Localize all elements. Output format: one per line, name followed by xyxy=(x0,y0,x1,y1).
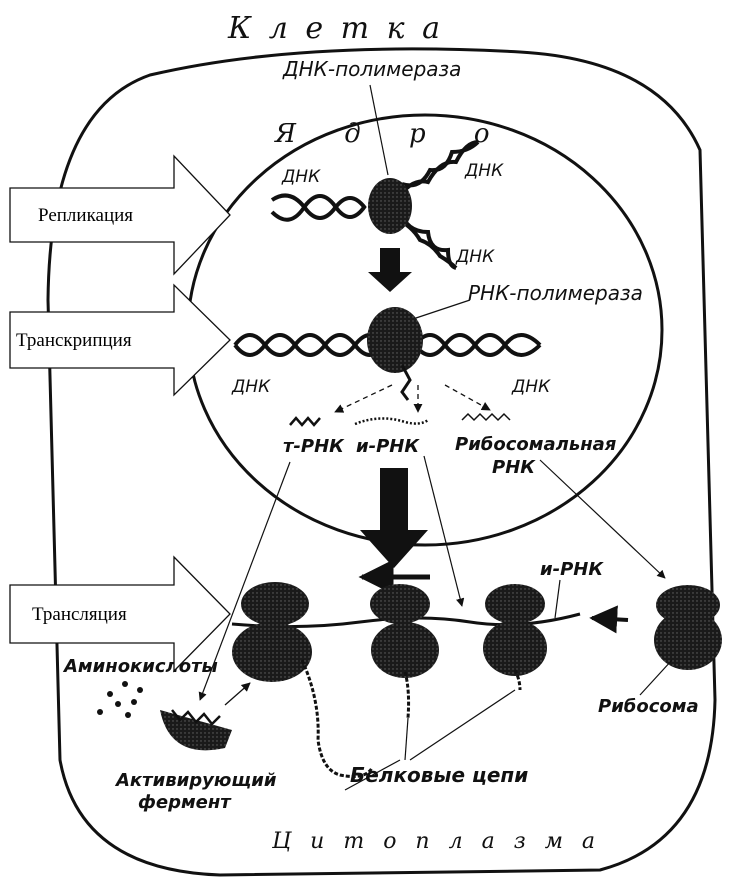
trna-label: т-РНК xyxy=(283,436,345,457)
arrow-to-rrna xyxy=(445,385,490,410)
rrna-label-line1: Рибосомальная xyxy=(455,434,617,455)
dna-label-trans-right: ДНК xyxy=(511,377,551,397)
amino-acids-label: Аминокислоты xyxy=(62,656,218,677)
rna-polymerase-pointer xyxy=(410,300,470,320)
cell-membrane xyxy=(48,49,715,875)
nascent-rna xyxy=(402,365,410,400)
rrna-strand xyxy=(462,414,510,420)
trna-strand xyxy=(290,418,320,425)
replication-dna-left xyxy=(272,196,365,220)
ribosome-1 xyxy=(232,582,312,682)
rrna-label-line2: РНК xyxy=(492,457,536,478)
protein-chain-2 xyxy=(405,672,409,718)
flow-arrow-1 xyxy=(368,248,412,292)
ribosome-label: Рибосома xyxy=(598,696,699,717)
activating-enzyme-label-line1: Активирующий xyxy=(114,770,277,791)
protein-chains-label: Белковые цепи xyxy=(350,763,528,787)
free-ribosome xyxy=(654,585,722,670)
dna-label-repl-upper: ДНК xyxy=(464,161,504,181)
protein-chain-1 xyxy=(302,660,372,776)
rna-polymerase-enzyme xyxy=(367,307,423,373)
dna-polymerase-label: ДНК-полимераза xyxy=(282,57,461,81)
dna-label-trans-left: ДНК xyxy=(231,377,271,397)
dna-polymerase-enzyme xyxy=(368,178,412,234)
irna-label: и-РНК xyxy=(356,436,420,457)
flow-arrow-2 xyxy=(360,468,428,568)
arrow-to-trna xyxy=(335,385,392,412)
cyto-irna-pointer xyxy=(555,580,560,618)
rna-polymerase-label: РНК-полимераза xyxy=(468,281,643,305)
activating-enzyme-label-line2: фермент xyxy=(138,792,232,813)
ribosome-pointer xyxy=(640,660,672,695)
enzyme-to-ribosome-arrow xyxy=(225,683,250,705)
irna-to-ribosome-arrow xyxy=(424,456,462,606)
translation-stage-label: Трансляция xyxy=(32,604,127,625)
dna-label-repl-lower: ДНК xyxy=(455,247,495,267)
ribosome-join-arrow xyxy=(592,618,628,620)
transcription-stage-label: Транскрипция xyxy=(16,330,132,351)
cyto-irna-label: и-РНК xyxy=(540,559,604,580)
cell-title: К л е т к а xyxy=(227,11,444,46)
activating-enzyme xyxy=(160,710,232,750)
protein-pointer-3 xyxy=(410,690,515,760)
ribosome-3 xyxy=(483,584,547,676)
cytoplasm-title: Ц и т о п л а з м а xyxy=(271,829,601,854)
irna-strand xyxy=(355,418,428,424)
dna-label-repl-left: ДНК xyxy=(281,167,321,187)
amino-acid-dots xyxy=(97,681,143,718)
protein-pointer-2 xyxy=(405,718,408,760)
replication-stage-label: Репликация xyxy=(38,205,133,226)
ribosome-2 xyxy=(370,584,439,678)
